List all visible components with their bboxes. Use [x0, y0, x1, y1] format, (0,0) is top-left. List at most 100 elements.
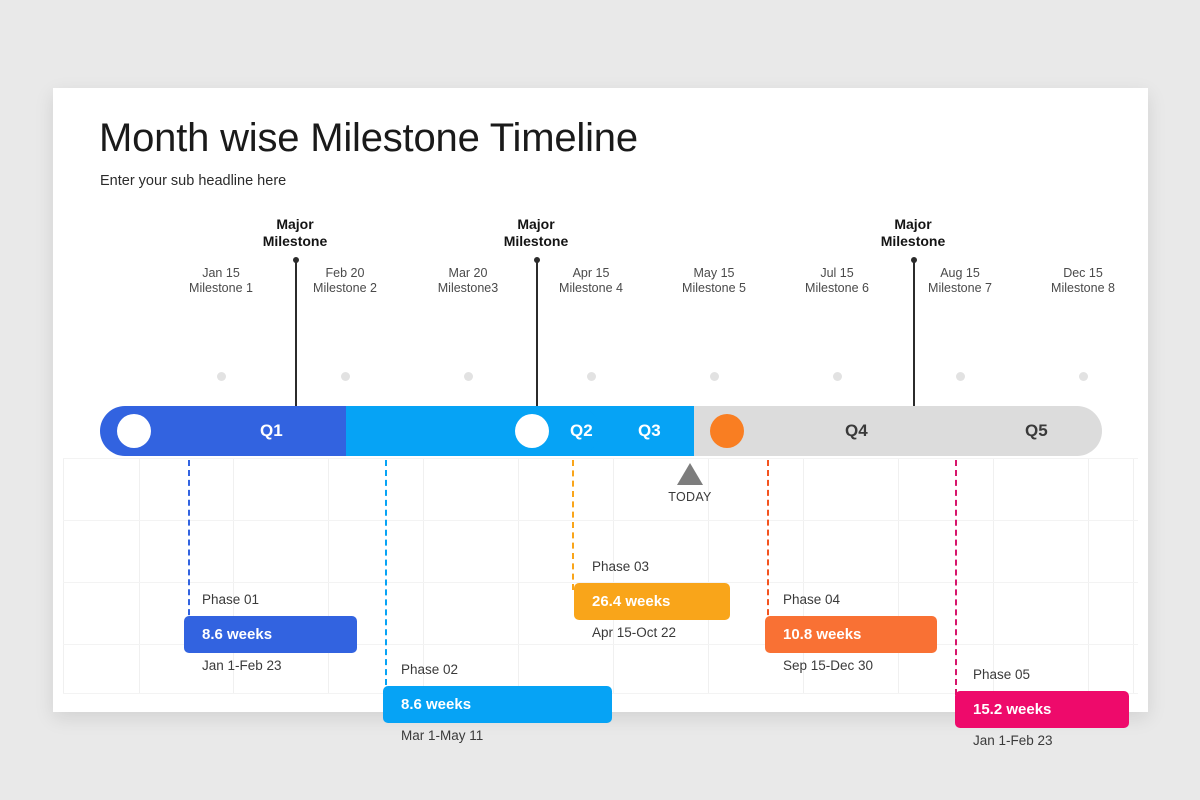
- milestone-name: Milestone 1: [189, 281, 253, 295]
- milestone-date: Dec 15: [1063, 266, 1103, 280]
- milestone-dot-icon: [586, 372, 596, 381]
- today-marker-group: TODAY: [655, 463, 725, 504]
- phase-name: Phase 01: [202, 592, 260, 607]
- quarter-label: Q4: [845, 421, 868, 440]
- major-milestone-line1: Major: [276, 216, 314, 232]
- phase-duration: 15.2 weeks: [973, 701, 1052, 718]
- page-title: Month wise Milestone Timeline: [99, 116, 638, 160]
- phase-duration: 8.6 weeks: [401, 696, 472, 713]
- phase-dates: Apr 15-Oct 22: [592, 625, 677, 640]
- grid-line-vertical: [328, 458, 329, 693]
- milestone-date: Apr 15: [572, 266, 610, 280]
- grid-line-vertical: [423, 458, 424, 693]
- grid-line-vertical: [518, 458, 519, 693]
- milestone-dot-icon: [1078, 372, 1088, 381]
- major-milestone-stem: [910, 257, 917, 418]
- phase-dates: Sep 15-Dec 30: [783, 658, 874, 673]
- grid-line-horizontal: [63, 458, 1138, 459]
- phase-bar[interactable]: [955, 691, 1129, 728]
- phase-name: Phase 02: [401, 662, 459, 677]
- phase-bar[interactable]: [383, 686, 612, 723]
- milestone-date: Jan 15: [202, 266, 240, 280]
- today-label: TODAY: [668, 490, 712, 504]
- quarter-label: Q3: [638, 421, 661, 440]
- quarter-marker-circle[interactable]: [117, 414, 151, 448]
- milestone-date: Feb 20: [325, 266, 365, 280]
- milestone-dot-icon: [340, 372, 350, 381]
- grid-line-vertical: [803, 458, 804, 693]
- quarter-bar[interactable]: Q1 Q2 Q3 Q4 Q5: [100, 406, 1102, 456]
- milestone-dot-icon: [216, 372, 226, 381]
- phase-dates: Jan 1-Feb 23: [202, 658, 282, 673]
- grid-line-vertical: [1133, 458, 1134, 693]
- phase-duration: 10.8 weeks: [783, 626, 862, 643]
- grid-line-vertical: [708, 458, 709, 693]
- major-milestone-stem: [292, 257, 299, 418]
- phase-bar[interactable]: [184, 616, 357, 653]
- quarter-segment-q1[interactable]: Q1: [100, 406, 346, 456]
- major-milestone-line2: Milestone: [262, 233, 328, 249]
- quarter-label: Q5: [1025, 421, 1048, 440]
- grid-line-vertical: [993, 458, 994, 693]
- milestone-dot-icon: [463, 372, 473, 381]
- grid-line-horizontal: [63, 520, 1138, 521]
- quarter-marker-circle[interactable]: [515, 414, 549, 448]
- quarter-label: Q2: [570, 421, 593, 440]
- milestone-date: May 15: [693, 266, 735, 280]
- milestone-name: Milestone 5: [682, 281, 746, 295]
- phase-bar[interactable]: [765, 616, 937, 653]
- major-milestone-line1: Major: [517, 216, 555, 232]
- major-milestone-line1: Major: [894, 216, 932, 232]
- grid-line-vertical: [898, 458, 899, 693]
- phase-duration: 8.6 weeks: [202, 626, 273, 643]
- milestone-dot-icon: [709, 372, 719, 381]
- phase-connector-line: [385, 460, 387, 695]
- grid-line-horizontal: [63, 582, 1138, 583]
- phase-connector-line: [767, 460, 769, 625]
- grid-line-vertical: [613, 458, 614, 693]
- milestone-name: Milestone 7: [928, 281, 992, 295]
- major-milestone-dot-icon: [292, 257, 299, 264]
- phase-connector-line: [955, 460, 957, 695]
- phase-connector-line: [572, 460, 574, 590]
- phase-dates: Jan 1-Feb 23: [973, 733, 1053, 748]
- grid-line-vertical: [1088, 458, 1089, 693]
- page-subtitle: Enter your sub headline here: [100, 173, 287, 189]
- phase-name: Phase 03: [592, 559, 650, 574]
- milestone-date: Aug 15: [940, 266, 980, 280]
- phase-bar[interactable]: [574, 583, 730, 620]
- quarter-segment-q4[interactable]: Q4: [660, 406, 950, 456]
- phase-name: Phase 05: [973, 667, 1031, 682]
- today-triangle-icon: [677, 463, 703, 485]
- milestone-name: Milestone 2: [313, 281, 377, 295]
- grid-line-vertical: [233, 458, 234, 693]
- phase-connector-line: [188, 460, 190, 625]
- quarter-label: Q1: [260, 421, 283, 440]
- slide-card: Month wise Milestone Timeline Enter your…: [53, 88, 1148, 748]
- phase-duration: 26.4 weeks: [592, 593, 671, 610]
- grid-line-vertical: [63, 458, 64, 693]
- milestone-date: Mar 20: [448, 266, 488, 280]
- phase-name: Phase 04: [783, 592, 841, 607]
- quarter-marker-circle[interactable]: [710, 414, 744, 448]
- major-milestone-stem: [533, 257, 540, 418]
- quarter-segment-q2[interactable]: Q2: [300, 406, 600, 456]
- major-milestone-line2: Milestone: [880, 233, 946, 249]
